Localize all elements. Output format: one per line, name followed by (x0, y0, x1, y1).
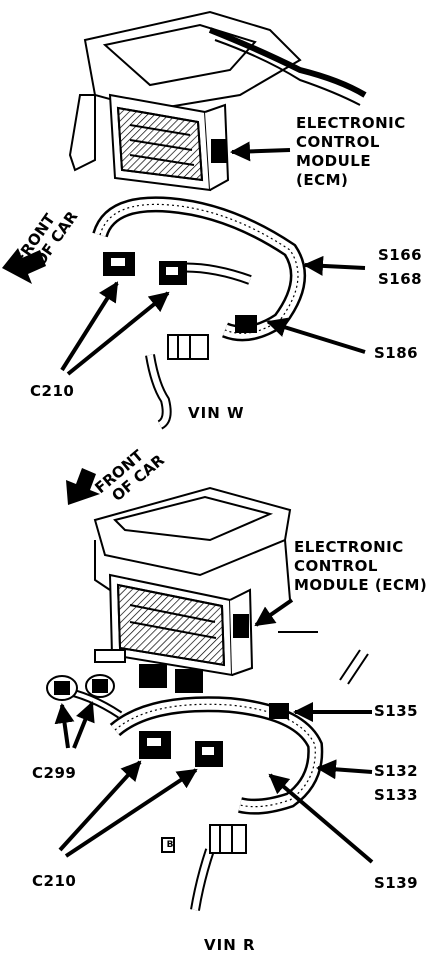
bottom-front-arrow-icon (66, 468, 100, 505)
bottom-caption: VIN R (204, 936, 256, 954)
top-ecm-module (108, 93, 230, 192)
bottom-arrows (54, 598, 374, 864)
top-wire-harness (92, 196, 306, 430)
top-connectors (103, 252, 257, 360)
bottom-ecm-line3: MODULE (ECM) (294, 576, 428, 594)
top-s186-label: S186 (374, 344, 419, 362)
bottom-small-mark: B (166, 840, 174, 850)
top-c210-label: C210 (30, 382, 75, 400)
bottom-c299-label: C299 (32, 764, 77, 782)
top-s168-label: S168 (378, 270, 423, 288)
bottom-s139-label: S139 (374, 874, 419, 892)
top-ecm-label: ELECTRONIC CONTROL MODULE (ECM) (296, 114, 406, 190)
top-s166-label: S166 (378, 246, 423, 264)
top-front-arrow-icon (2, 248, 46, 284)
bottom-ecm-module (94, 573, 254, 693)
bottom-ecm-line2: CONTROL (294, 557, 378, 575)
bottom-c210-label: C210 (32, 872, 77, 890)
bottom-ecm-label: ELECTRONIC CONTROL MODULE (ECM) (294, 538, 427, 595)
top-caption: VIN W (188, 404, 245, 422)
bottom-s133-label: S133 (374, 786, 419, 804)
top-ecm-line4: (ECM) (296, 171, 349, 189)
top-arrows (60, 141, 366, 376)
top-ecm-line2: CONTROL (296, 133, 380, 151)
top-ecm-line1: ELECTRONIC (296, 114, 406, 132)
bottom-dashboard-panel (93, 486, 292, 601)
bottom-s132-label: S132 (374, 762, 419, 780)
bottom-ecm-line1: ELECTRONIC (294, 538, 404, 556)
top-dashboard-panel (68, 10, 367, 172)
bottom-connectors (46, 674, 289, 854)
bottom-wire-harness (59, 631, 369, 911)
bottom-s135-label: S135 (374, 702, 419, 720)
top-ecm-line3: MODULE (296, 152, 372, 170)
